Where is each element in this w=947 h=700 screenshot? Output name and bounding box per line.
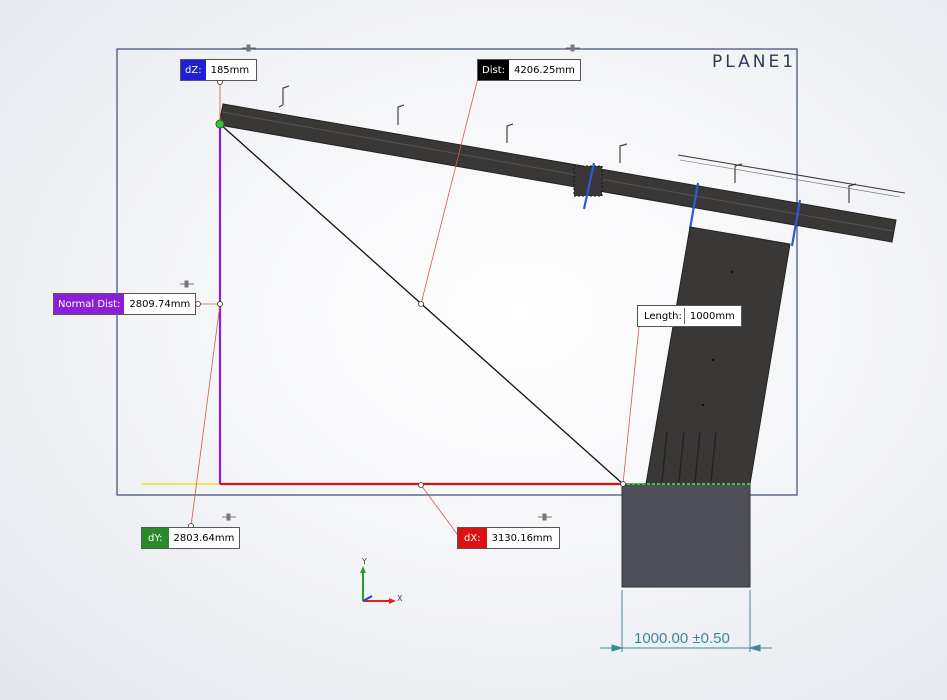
column[interactable] — [645, 226, 791, 485]
dx-value: 3130.16mm — [491, 532, 553, 544]
dx-measure-tag[interactable]: dX: 3130.16mm — [457, 527, 560, 549]
triad-y-label: Y — [362, 557, 367, 566]
blue-brace[interactable] — [582, 162, 802, 247]
plane1-boundary[interactable] — [116, 48, 798, 496]
dz-measure-tag[interactable]: dZ: 185mm — [180, 59, 257, 81]
plane-name-label: PLANE1 — [712, 52, 797, 72]
roof-beam[interactable] — [218, 85, 906, 243]
dist-value: 4206.25mm — [513, 64, 575, 76]
dy-measure-tag[interactable]: dY: 2803.64mm — [141, 527, 240, 549]
triad-x-label: X — [397, 594, 403, 603]
length-value: 1000mm — [683, 308, 741, 324]
normal-dist-measure-tag[interactable]: Normal Dist: 2809.74mm — [53, 293, 197, 315]
length-label: Length: — [638, 306, 684, 326]
normal-dist-value: 2809.74mm — [129, 298, 191, 310]
leader-lines — [190, 69, 641, 539]
dz-label: dZ: — [181, 60, 206, 80]
length-measure-tag[interactable]: Length: 1000mm — [637, 305, 742, 327]
dist-label: Dist: — [478, 60, 509, 80]
base-block[interactable] — [621, 483, 751, 588]
dimension-value[interactable]: 1000.00 ±0.50 — [634, 630, 730, 647]
coordinate-triad — [360, 566, 396, 604]
normal-dist-label: Normal Dist: — [54, 294, 125, 314]
dist-measure-tag[interactable]: Dist: 4206.25mm — [477, 59, 581, 81]
dz-value: 185mm — [210, 64, 250, 76]
dy-value: 2803.64mm — [173, 532, 235, 544]
dx-label: dX: — [458, 528, 487, 548]
linear-dimension[interactable] — [600, 590, 772, 652]
dy-label: dY: — [142, 528, 169, 548]
pin-icon — [180, 44, 740, 521]
